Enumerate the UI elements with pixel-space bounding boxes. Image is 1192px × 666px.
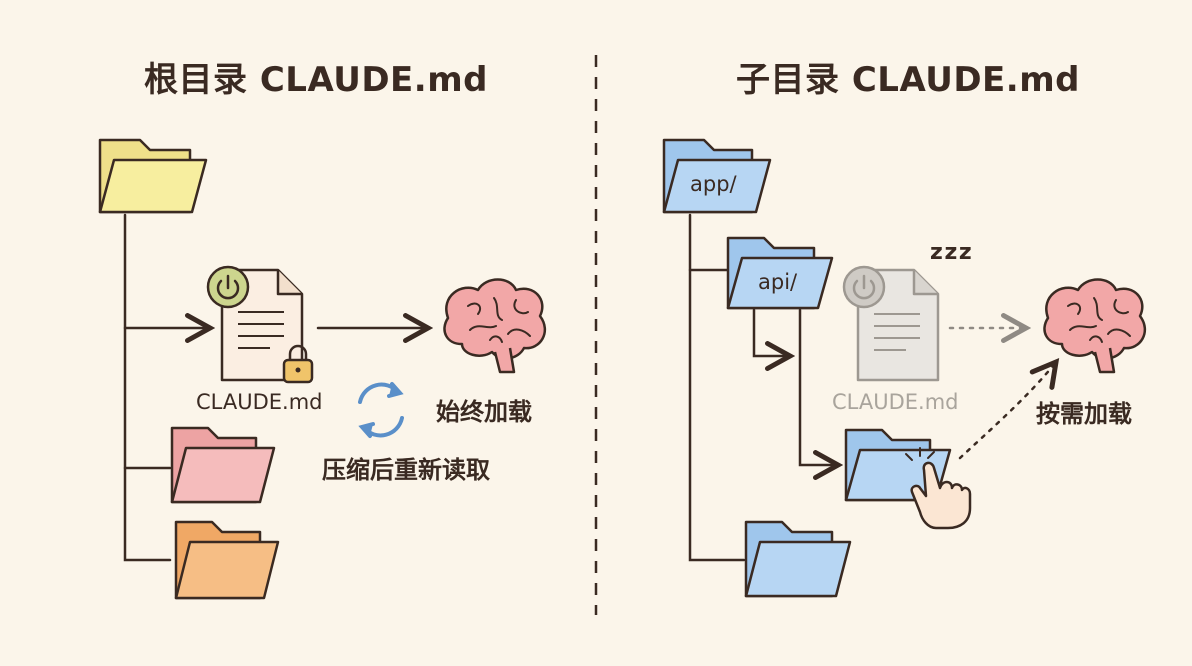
app-folder-label: app/	[690, 172, 737, 196]
on-demand-load-label: 按需加载	[1036, 400, 1132, 428]
lock-icon	[282, 344, 314, 384]
reload-after-compaction-label: 压缩后重新读取	[322, 456, 490, 484]
always-load-label: 始终加载	[436, 398, 532, 426]
right-panel-title: 子目录 CLAUDE.md	[736, 60, 1080, 100]
dormant-power-icon	[842, 265, 886, 309]
power-icon	[206, 265, 250, 309]
hand-pointer-icon	[905, 447, 972, 530]
root-folder-icon	[98, 138, 208, 214]
left-file-label: CLAUDE.md	[196, 390, 323, 414]
orange-folder-icon	[174, 520, 280, 600]
on-demand-load-arrow	[958, 362, 1056, 460]
dormant-file-label: CLAUDE.md	[832, 390, 959, 414]
pink-folder-icon	[170, 426, 276, 504]
api-folder-icon	[726, 236, 834, 310]
right-tree-lines	[688, 213, 838, 562]
left-tree-lines	[123, 213, 210, 562]
app-folder-icon	[662, 138, 772, 214]
brain-icon-right	[1043, 278, 1147, 374]
blue-folder-icon	[744, 520, 852, 598]
api-folder-label: api/	[758, 270, 798, 294]
left-panel-title: 根目录 CLAUDE.md	[144, 60, 488, 100]
sleep-zzz-icon: z z z	[930, 240, 972, 265]
refresh-icon	[358, 382, 404, 438]
clicked-folder-icon	[844, 428, 952, 502]
brain-icon	[443, 278, 547, 374]
